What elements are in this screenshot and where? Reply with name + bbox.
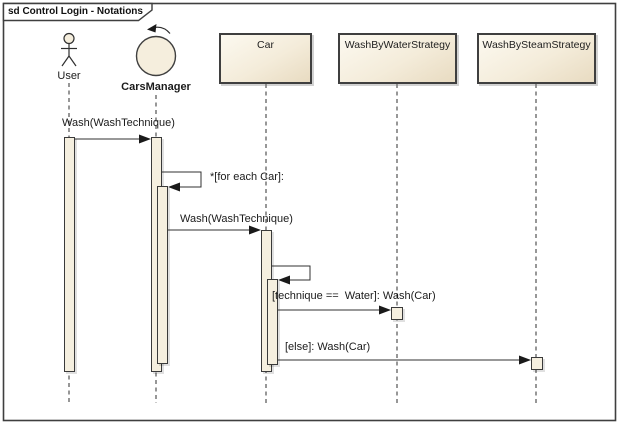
message-for-each-car-self[interactable]: [162, 171, 202, 192]
object-box-car[interactable]: Car: [219, 33, 312, 84]
arrowhead-icon: [278, 275, 290, 285]
arrowhead-icon: [519, 355, 531, 365]
message-label-for-each-car[interactable]: *[for each Car]:: [210, 171, 284, 183]
diagram-title: sd Control Login - Notations: [8, 6, 143, 17]
message-label-wash-washtechnique-2[interactable]: Wash(WashTechnique): [180, 213, 293, 225]
object-box-washbywaterstrategy[interactable]: WashByWaterStrategy: [338, 33, 457, 84]
message-else-wash-car[interactable]: [278, 355, 531, 365]
control-arrowhead-icon: [147, 24, 157, 33]
activation-carsmanager-nested[interactable]: [157, 186, 168, 364]
activation-user[interactable]: [64, 137, 75, 372]
object-box-washbysteamstrategy[interactable]: WashBySteamStrategy: [477, 33, 596, 84]
arrowhead-icon: [249, 225, 261, 235]
control-icon[interactable]: [135, 24, 177, 77]
diagram-frame-tab: [2, 2, 153, 22]
object-label-car: Car: [257, 39, 274, 51]
object-label-washbywaterstrategy: WashByWaterStrategy: [344, 39, 451, 51]
arrowhead-icon: [379, 305, 391, 315]
lifeline-label-carsmanager: CarsManager: [121, 81, 191, 93]
arrowhead-icon: [168, 182, 180, 192]
message-car-self[interactable]: [272, 265, 311, 285]
actor-icon[interactable]: [61, 32, 77, 67]
message-wash-washtechnique-2[interactable]: [168, 225, 261, 235]
message-label-else-wash-car[interactable]: [else]: Wash(Car): [285, 341, 371, 353]
object-label-washbysteamstrategy: WashBySteamStrategy: [482, 39, 591, 51]
message-wash-washtechnique-1[interactable]: [75, 134, 151, 144]
activation-washbywaterstrategy[interactable]: [391, 307, 403, 320]
lifeline-label-user: User: [57, 70, 81, 82]
message-technique-water-wash-car[interactable]: [278, 305, 391, 315]
activation-car-nested[interactable]: [267, 279, 278, 365]
activation-washbysteamstrategy[interactable]: [531, 357, 543, 370]
message-label-wash-washtechnique-1[interactable]: Wash(WashTechnique): [62, 117, 175, 129]
diagram-frame-border: [2, 2, 617, 422]
message-label-technique-water-wash-car[interactable]: [technique == Water]: Wash(Car): [272, 290, 436, 302]
arrowhead-icon: [139, 134, 151, 144]
